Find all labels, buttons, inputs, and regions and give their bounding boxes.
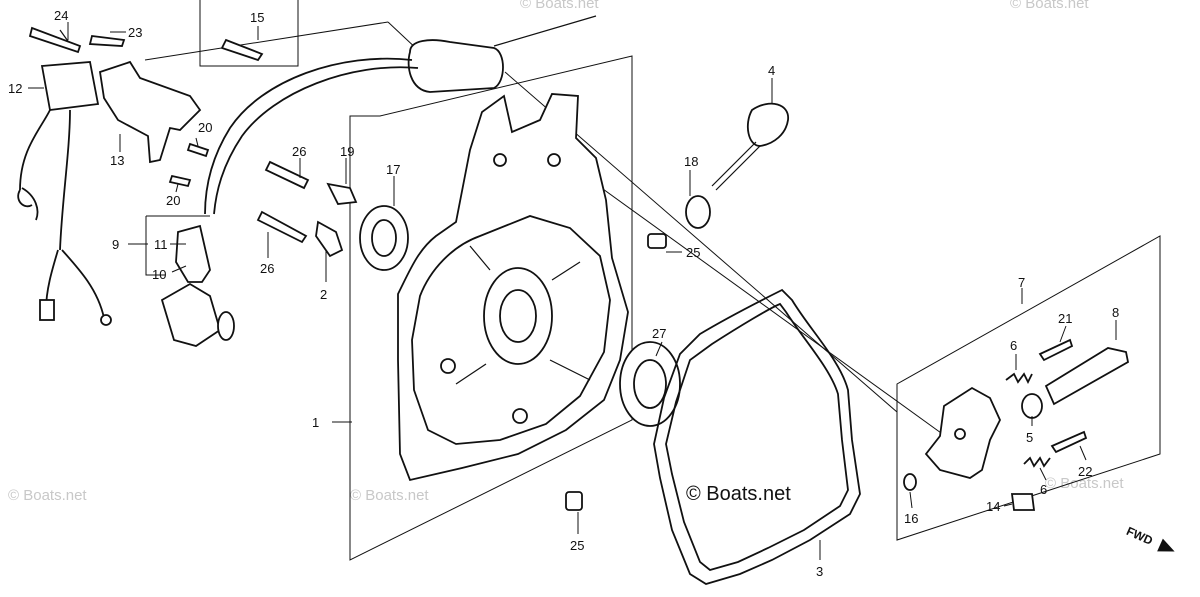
callout-23: 23 <box>128 25 142 40</box>
watermark: © Boats.net <box>8 487 87 504</box>
leader-line <box>909 491 913 509</box>
watermark: © Boats.net <box>1010 0 1089 12</box>
bolt-icon <box>1038 338 1074 362</box>
bolt-icon <box>28 26 82 54</box>
callout-1: 1 <box>312 415 319 430</box>
callout-19: 19 <box>340 144 354 159</box>
callout-16: 16 <box>904 511 918 526</box>
callout-20: 20 <box>198 120 212 135</box>
washer-icon <box>903 473 917 491</box>
leader-line <box>195 137 199 147</box>
watermark: © Boats.net <box>350 487 429 504</box>
spring-icon <box>1023 456 1051 468</box>
bolt-icon <box>256 210 308 244</box>
leader-line <box>655 341 663 357</box>
callout-18: 18 <box>684 154 698 169</box>
brand-label: © Boats.net <box>686 483 791 505</box>
fwd-label: FWD <box>1124 524 1155 548</box>
callout-24: 24 <box>54 8 68 23</box>
gasket-icon <box>653 288 861 585</box>
callout-26: 26 <box>260 261 274 276</box>
frame-part-1 <box>349 55 633 561</box>
stay-icon <box>315 220 344 258</box>
callout-11: 11 <box>154 237 168 252</box>
callout-20: 20 <box>166 193 180 208</box>
leader-line <box>1003 503 1013 507</box>
callout-13: 13 <box>110 153 124 168</box>
callout-2: 2 <box>320 287 327 302</box>
bearing-icon <box>619 341 681 427</box>
shaft-icon <box>1044 347 1130 406</box>
callout-12: 12 <box>8 81 22 96</box>
spark-plug-cap-icon <box>160 224 235 347</box>
dowel-pin-icon <box>647 233 667 249</box>
callout-27: 27 <box>652 326 666 341</box>
leader-line <box>171 265 187 273</box>
callout-14: 14 <box>986 499 1000 514</box>
pulse-generator-icon <box>17 61 112 326</box>
leader-line <box>1039 467 1047 481</box>
bolt-icon <box>168 174 192 188</box>
callout-9: 9 <box>112 237 119 252</box>
callout-6: 6 <box>1040 482 1047 497</box>
frame-part-7 <box>896 235 1161 541</box>
o-ring-icon <box>685 195 711 229</box>
spring-icon <box>1005 372 1033 385</box>
crankcase-cover-icon <box>397 93 629 482</box>
callout-5: 5 <box>1026 430 1033 445</box>
governor-arm-icon <box>924 386 1001 479</box>
callout-17: 17 <box>386 162 400 177</box>
callout-7: 7 <box>1018 275 1025 290</box>
callout-25: 25 <box>686 245 700 260</box>
callout-10: 10 <box>152 267 166 282</box>
callout-8: 8 <box>1112 305 1119 320</box>
callout-6: 6 <box>1010 338 1017 353</box>
callout-4: 4 <box>768 63 775 78</box>
oil-seal-icon <box>359 205 409 271</box>
watermark: © Boats.net <box>1045 475 1124 492</box>
collar-icon <box>1021 393 1043 419</box>
dowel-pin-icon <box>565 491 583 511</box>
bolt-icon <box>1050 430 1088 454</box>
bracket-line <box>145 216 165 276</box>
callout-3: 3 <box>816 564 823 579</box>
fwd-arrow-icon: FWD <box>1124 524 1175 552</box>
bolt-icon <box>220 38 264 62</box>
callout-25: 25 <box>570 538 584 553</box>
frame-part-15 <box>199 0 299 67</box>
leader-line <box>144 21 389 61</box>
leader-line <box>175 183 179 193</box>
callout-26: 26 <box>292 144 306 159</box>
leader-line <box>559 157 949 439</box>
watermark: © Boats.net <box>520 0 599 12</box>
bolt-icon <box>264 160 310 190</box>
callout-21: 21 <box>1058 311 1072 326</box>
callout-15: 15 <box>250 10 264 25</box>
clamp-icon <box>326 182 358 205</box>
leader-line <box>1059 325 1067 343</box>
bolt-icon <box>88 35 126 47</box>
bolt-icon <box>186 142 210 158</box>
bolt-icon <box>1010 493 1036 511</box>
leader-line <box>1079 445 1087 461</box>
oil-dipstick-icon <box>711 102 789 191</box>
ignition-coil-icon <box>204 15 597 215</box>
callout-22: 22 <box>1078 464 1092 479</box>
